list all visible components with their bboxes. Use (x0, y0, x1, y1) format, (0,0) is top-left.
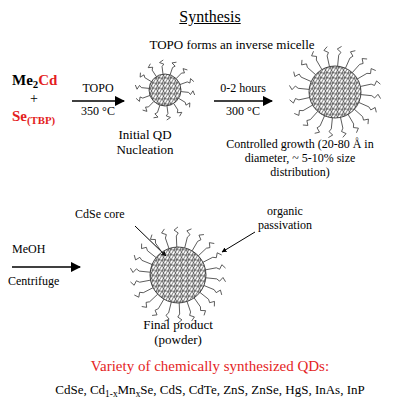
ligand (348, 114, 358, 132)
temperature: 300 °C (215, 105, 271, 119)
ligand (337, 46, 341, 66)
ligand (142, 244, 157, 258)
ligand (206, 265, 226, 270)
ligand (206, 278, 226, 282)
ligand (148, 64, 156, 77)
ligand (140, 73, 151, 82)
process-step: Centrifuge (8, 275, 59, 289)
qd-core (150, 247, 206, 303)
ligand (360, 81, 380, 87)
stage-label: Final product (powder) (133, 318, 223, 348)
reactant: Se(TBP) (12, 108, 55, 127)
ligand (192, 235, 204, 251)
ligand (174, 103, 182, 116)
ligand (174, 227, 178, 247)
leader-lines (135, 226, 255, 256)
reagent: TOPO (73, 82, 123, 96)
reaction-arrow (214, 100, 272, 102)
ligand (289, 85, 309, 89)
note: Variety of chemically synthesized QDs: (20, 358, 400, 375)
ligand (194, 298, 205, 315)
ligand (352, 59, 367, 73)
ligand (170, 62, 176, 75)
ligand (143, 101, 154, 111)
ligand (160, 60, 164, 74)
ligand (357, 69, 375, 79)
ligand (198, 243, 214, 256)
ligand (341, 117, 347, 137)
ligand (361, 94, 381, 98)
qd-core (309, 66, 361, 118)
temperature: 350 °C (70, 105, 126, 119)
ligand (204, 286, 222, 295)
reaction-arrows (12, 101, 272, 267)
ligand (166, 106, 170, 120)
ligand (345, 51, 355, 69)
ligand (181, 91, 195, 95)
part-label: CdSe core (75, 208, 125, 222)
quantum-dots (149, 66, 361, 303)
part-label: organic passivation (245, 205, 325, 233)
ligand (135, 85, 149, 89)
note: TOPO forms an inverse micelle (132, 38, 332, 53)
ligand (303, 111, 318, 125)
ligand (130, 280, 150, 285)
leader-line (222, 232, 255, 252)
reaction-arrow (12, 266, 80, 268)
duration: 0-2 hours (210, 82, 276, 96)
reactant: Me2Cd (12, 72, 57, 91)
ligand (134, 255, 152, 264)
ligand (294, 105, 312, 115)
ligand (154, 105, 160, 118)
ligand (130, 268, 150, 272)
reaction-arrow (72, 100, 124, 102)
ligand (312, 51, 322, 69)
ligand (294, 72, 312, 82)
ligand (136, 95, 150, 101)
compound-list: CdSe, Cd1-xMnxSe, CdS, CdTe, ZnS, ZnSe, … (5, 383, 415, 400)
ligand (328, 118, 332, 138)
ligand (134, 288, 153, 297)
ligand (150, 235, 161, 252)
reagent: MeOH (12, 243, 45, 257)
title: Synthesis (150, 8, 270, 26)
ligand (179, 98, 190, 107)
ligand (315, 116, 325, 134)
ligands (130, 46, 380, 323)
ligand (302, 60, 316, 75)
ligand (359, 102, 377, 112)
ligand (203, 253, 222, 262)
plus-sign: + (30, 91, 38, 107)
stage-label: Initial QD Nucleation (102, 128, 188, 158)
ligand (162, 229, 169, 249)
ligand (180, 79, 194, 85)
ligand (176, 69, 187, 79)
ligand (200, 292, 215, 306)
qd-core (149, 74, 181, 106)
ligand (185, 229, 192, 248)
ligand (324, 47, 330, 67)
ligand (152, 299, 164, 315)
ligand (290, 98, 310, 104)
ligand (354, 109, 368, 124)
stage-label: Controlled growth (20-80 Å in diameter, … (219, 138, 381, 179)
ligand (142, 294, 158, 307)
leader-line (135, 226, 166, 256)
